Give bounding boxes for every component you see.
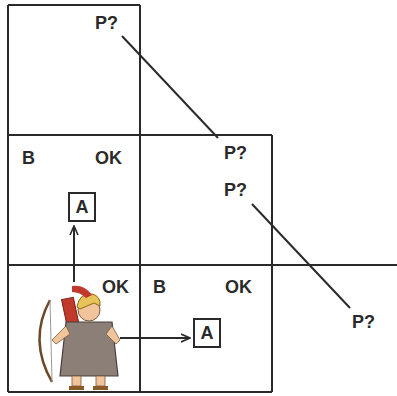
move-arrows — [74, 226, 190, 338]
cell-label: P? — [95, 13, 118, 33]
cell-label: B — [153, 277, 166, 297]
grid-cell: P? — [272, 265, 397, 392]
grid-cell: P? P? — [140, 135, 272, 265]
cell-label: OK — [102, 277, 129, 297]
agent-box: A — [193, 318, 221, 348]
grid-cell: P? — [8, 5, 140, 135]
cell-label: P? — [224, 143, 247, 163]
cell-label: P? — [352, 312, 375, 332]
agent-mark: A — [201, 323, 214, 343]
agent-mark: A — [76, 197, 89, 217]
grid-cell: OK — [8, 265, 140, 392]
cell-label: OK — [95, 148, 122, 168]
pit-links — [122, 36, 350, 308]
agent-figure — [39, 286, 120, 390]
agent-box: A — [68, 192, 96, 222]
cell-label: OK — [225, 277, 252, 297]
cell-label: P? — [224, 180, 247, 200]
grid-lines — [8, 5, 397, 392]
grid-cell: B OK A — [140, 265, 272, 392]
cell-label: B — [22, 148, 35, 168]
grid-cell: B OK A — [8, 135, 140, 265]
